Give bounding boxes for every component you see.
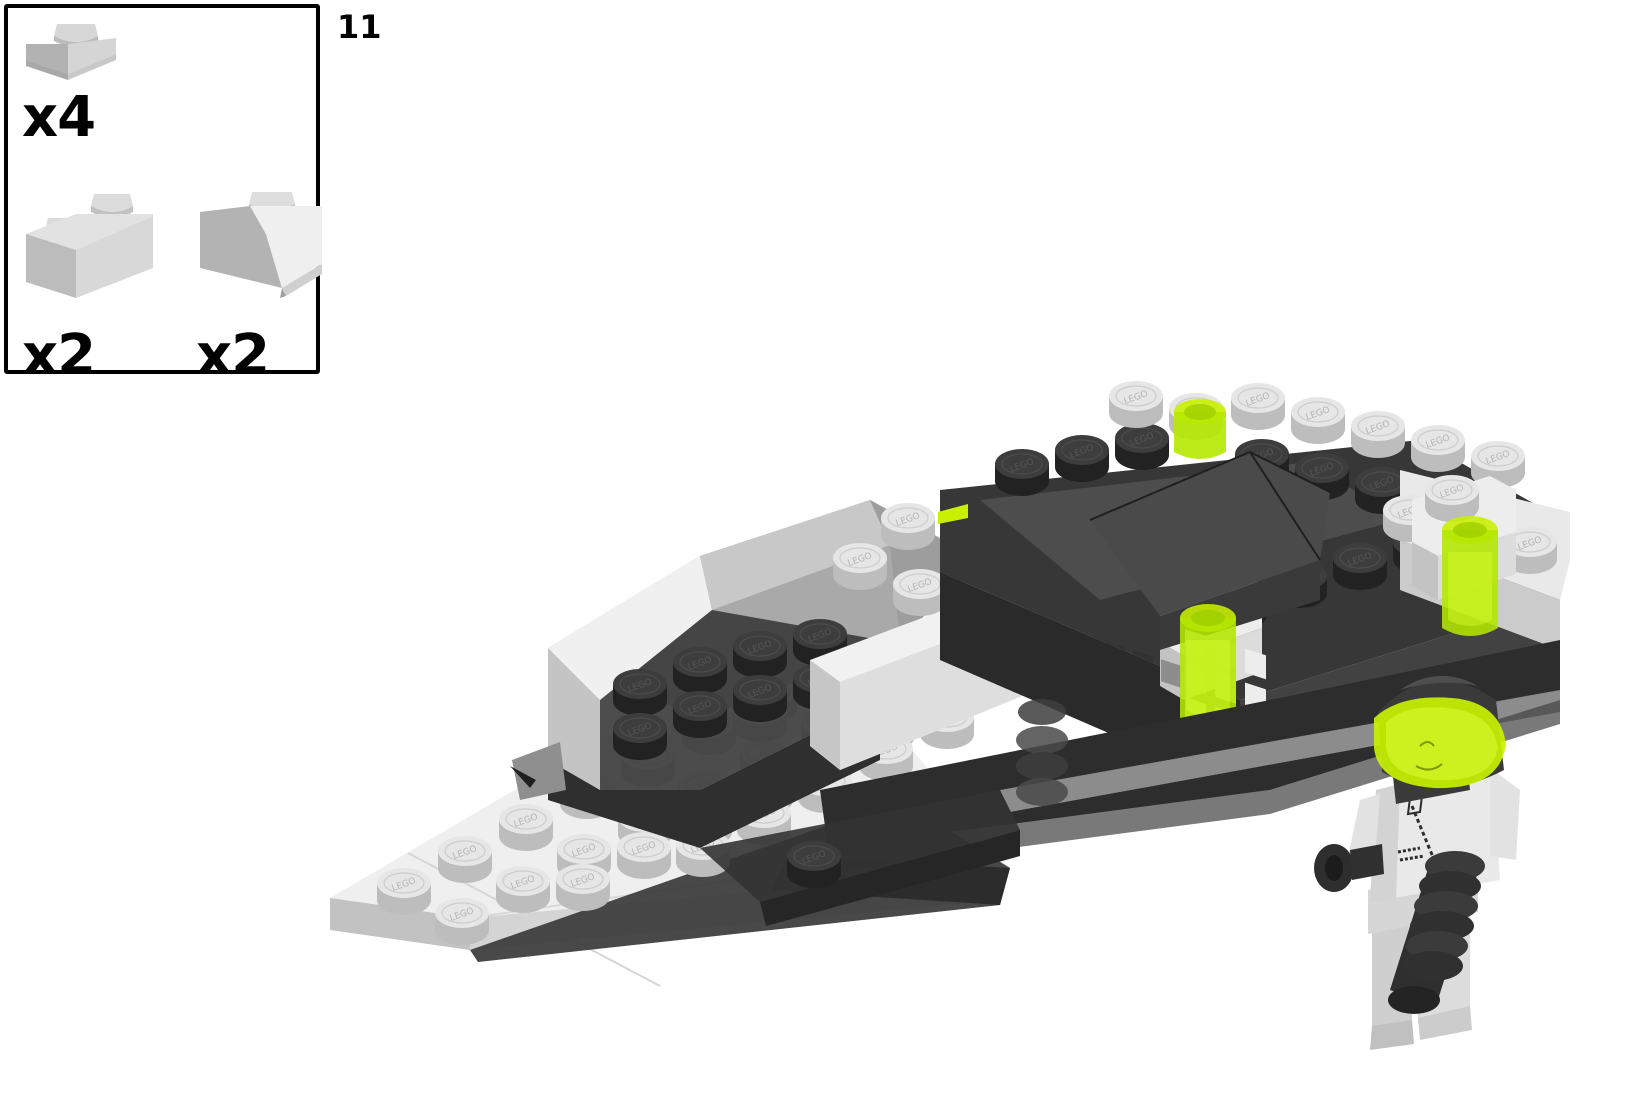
minifig-hand-left: [1314, 844, 1354, 892]
parts-callout-box: x4 x2 x2: [4, 4, 322, 384]
slope-inverted-1x2-icon: [200, 192, 322, 298]
parts-quantity-brick-1x2: x2: [22, 323, 96, 388]
step-number: 11: [337, 8, 382, 46]
trans-green-cylinder-top: [1174, 399, 1226, 459]
parts-quantity-slope-1x2: x2: [196, 323, 270, 388]
plate-1x1-icon: [26, 24, 116, 80]
hose-ribs: [1403, 851, 1485, 981]
engine-hose: [1016, 699, 1068, 806]
parts-quantity-plate-1x1: x4: [22, 85, 96, 150]
left-fin: [512, 742, 566, 800]
control-panel-shadow-grid: [1105, 641, 1181, 720]
trans-green-sliver: [938, 504, 968, 524]
left-fin-tip: [510, 766, 536, 788]
hose-tool: [1388, 851, 1485, 1014]
nose-wedge: [700, 790, 1020, 926]
brick-1x2-icon: [26, 194, 153, 298]
trans-green-cylinder-right: [1442, 516, 1498, 636]
trans-green-cylinder-mid: [1180, 604, 1236, 726]
minifig-arm-right: [1490, 768, 1520, 860]
